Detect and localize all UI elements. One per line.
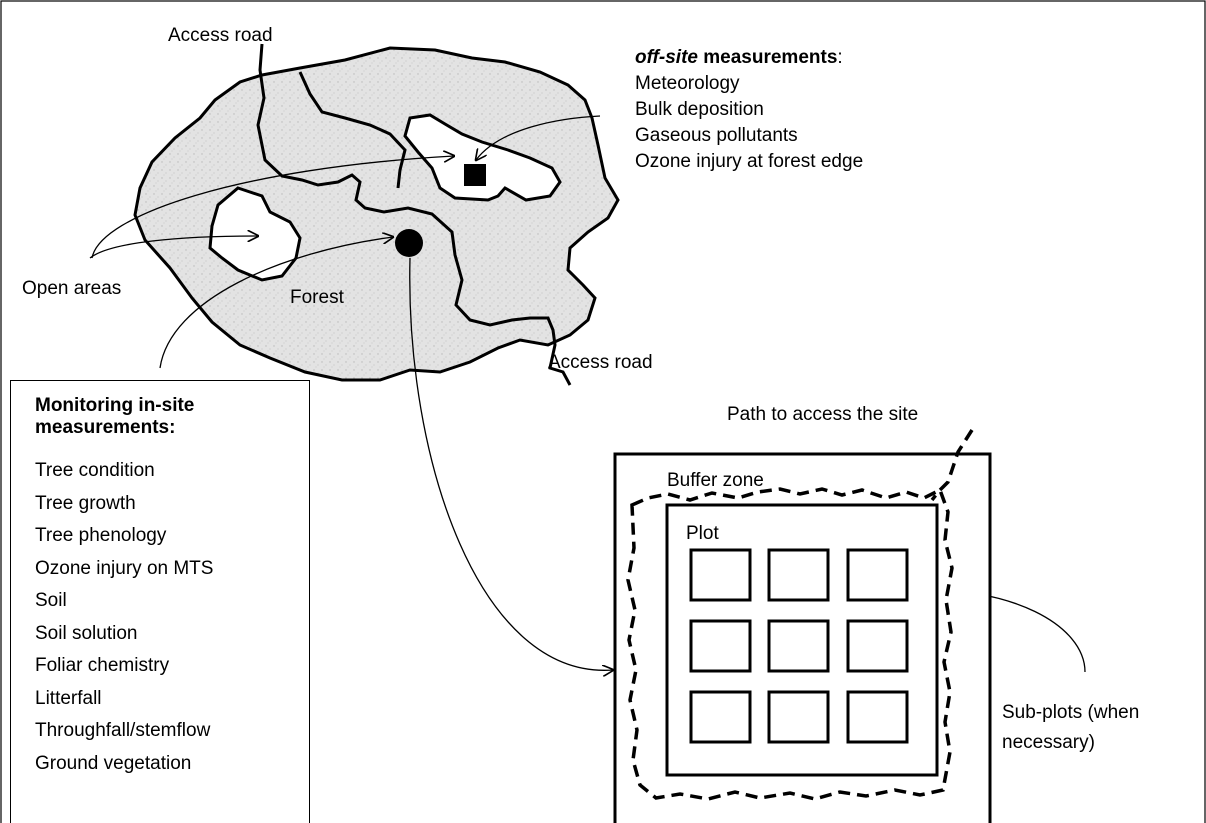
arrow-plot-to-zoom — [409, 257, 613, 670]
open-areas-label: Open areas — [22, 278, 122, 299]
insite-item: Ozone injury on MTS — [35, 557, 214, 579]
offsite-item: Meteorology — [635, 73, 740, 94]
access-road-top — [256, 43, 572, 386]
plot-outline — [665, 503, 939, 777]
arrow-open-to-left — [89, 236, 258, 259]
arrow-open-to-right — [91, 156, 454, 259]
offsite-item: Ozone injury at forest edge — [635, 151, 864, 172]
subplot-3-1 — [689, 690, 752, 744]
arrow-insite-to-plot — [159, 237, 393, 369]
insite-title: Monitoring in-site measurements: — [35, 395, 195, 438]
path-to-access-site — [930, 429, 974, 502]
insite-item: Soil solution — [35, 622, 138, 644]
offsite-station-marker — [464, 164, 486, 186]
insite-item: Soil — [35, 590, 67, 611]
forest-path — [298, 71, 407, 189]
buffer-zone-label: Buffer zone — [667, 470, 764, 491]
subplot-2-3 — [846, 619, 909, 673]
offsite-title: off-site measurements: — [635, 47, 843, 68]
subplot-2-2 — [767, 619, 830, 673]
insite-list: Tree condition Tree growth Tree phenolog… — [35, 455, 213, 780]
subplots-label: Sub-plots (when necessary) — [1002, 702, 1140, 753]
insite-item: Tree phenology — [35, 525, 167, 546]
insite-item: Litterfall — [35, 687, 102, 709]
insite-item: Throughfall/stemflow — [35, 720, 211, 741]
insite-item: Ground vegetation — [35, 752, 192, 774]
offsite-item: Gaseous pollutants — [635, 125, 798, 146]
insite-item: Tree condition — [35, 460, 155, 481]
subplot-1-2 — [767, 548, 830, 602]
subplot-grid — [689, 548, 909, 744]
arrow-offsite-to-station — [476, 115, 601, 160]
path-access-label: Path to access the site — [727, 404, 919, 425]
buffer-zone-outline — [626, 487, 954, 801]
monitoring-plot-marker — [395, 229, 423, 257]
access-road-top-label: Access road — [168, 25, 273, 46]
forest-label: Forest — [290, 287, 344, 308]
site-outline — [613, 452, 992, 823]
plot-label: Plot — [686, 523, 719, 544]
offsite-item: Bulk deposition — [635, 99, 764, 120]
subplot-1-1 — [689, 548, 752, 602]
insite-measurements-box: Monitoring in-site measurements: Tree co… — [10, 380, 310, 823]
offsite-measurements: off-site measurements: Meteorology Bulk … — [635, 45, 863, 175]
insite-item: Tree growth — [35, 492, 136, 514]
subplot-3-2 — [767, 690, 830, 744]
subplot-2-1 — [689, 619, 752, 673]
insite-item: Foliar chemistry — [35, 655, 170, 676]
subplot-3-3 — [846, 690, 909, 744]
forest-area — [133, 46, 620, 382]
subplot-1-3 — [846, 548, 909, 602]
access-road-bottom-label: Access road — [548, 352, 653, 373]
